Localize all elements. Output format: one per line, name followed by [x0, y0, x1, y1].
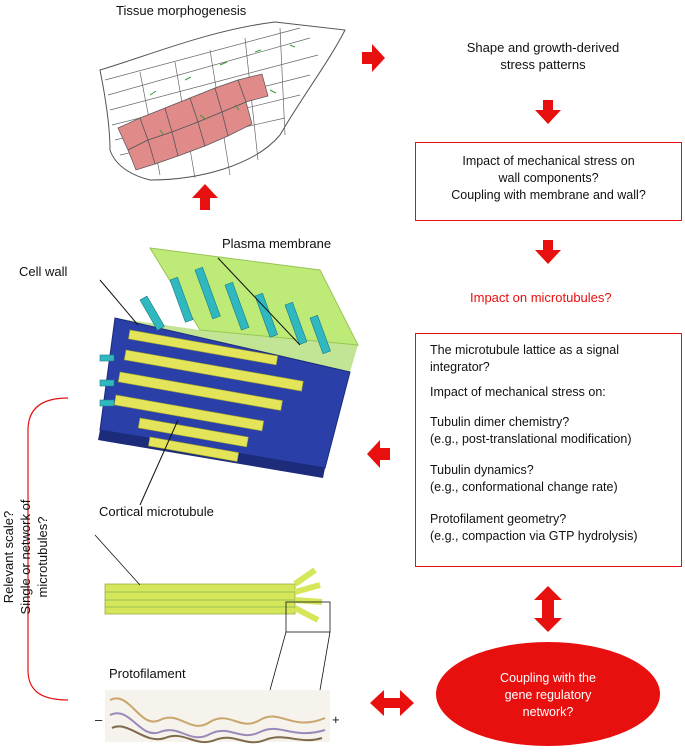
- relevant-scale-line-1: Relevant scale?: [1, 510, 16, 604]
- wall-box-line-2: wall components?: [498, 171, 599, 185]
- stress-patterns-label-2: stress patterns: [500, 57, 586, 72]
- scale-bracket: [27, 397, 69, 701]
- wall-components-box: Impact of mechanical stress on wall comp…: [415, 142, 682, 221]
- plasma-membrane-label: Plasma membrane: [222, 236, 332, 251]
- arrow-up-left: [192, 184, 218, 210]
- lattice-box-line-7: (e.g., conformational change rate): [430, 480, 618, 494]
- lattice-box-line-9: (e.g., compaction via GTP hydrolysis): [430, 529, 638, 543]
- protofilament-label: Protofilament: [109, 666, 186, 681]
- ellipse-line-3: network?: [522, 705, 574, 719]
- plus-end-label: +: [332, 712, 340, 727]
- impact-microtubules-label: Impact on microtubules?: [470, 290, 612, 305]
- protofilament-illustration: [105, 690, 330, 744]
- arrow-right-top: [362, 44, 385, 72]
- ellipse-line-1: Coupling with the: [500, 671, 596, 685]
- tissue-illustration: [99, 21, 346, 181]
- lattice-box-line-6: Tubulin dynamics?: [430, 463, 534, 477]
- ellipse-line-2: gene regulatory: [504, 688, 592, 702]
- single-microtubule-illustration: [94, 534, 331, 691]
- cell-wall-illustration: [98, 247, 359, 506]
- lattice-box-line-2: integrator?: [430, 360, 490, 374]
- lattice-box-line-1: The microtubule lattice as a signal: [430, 343, 619, 357]
- arrow-double-horizontal: [370, 690, 414, 716]
- stress-patterns-label-1: Shape and growth-derived: [466, 40, 620, 55]
- relevant-scale-line-3: microtubules?: [35, 516, 50, 598]
- cell-wall-label: Cell wall: [19, 264, 68, 279]
- lattice-box-line-4: Tubulin dimer chemistry?: [430, 415, 570, 429]
- arrow-down-1: [535, 100, 561, 124]
- lattice-box-line-8: Protofilament geometry?: [430, 512, 567, 526]
- arrow-left-mid: [367, 440, 390, 468]
- lattice-integrator-box: The microtubule lattice as a signal inte…: [415, 333, 682, 567]
- lattice-box-line-5: (e.g., post-translational modification): [430, 432, 632, 446]
- wall-box-line-1: Impact of mechanical stress on: [462, 154, 635, 168]
- wall-box-line-3: Coupling with membrane and wall?: [451, 188, 646, 202]
- lattice-box-line-3: Impact of mechanical stress on:: [430, 385, 606, 399]
- cortical-microtubule-label: Cortical microtubule: [99, 504, 214, 519]
- tissue-morphogenesis-label: Tissue morphogenesis: [116, 3, 247, 18]
- minus-end-label: –: [95, 712, 103, 727]
- relevant-scale-line-2: Single or network of: [18, 499, 33, 615]
- arrow-down-2: [535, 240, 561, 264]
- arrow-double-vertical: [534, 586, 562, 632]
